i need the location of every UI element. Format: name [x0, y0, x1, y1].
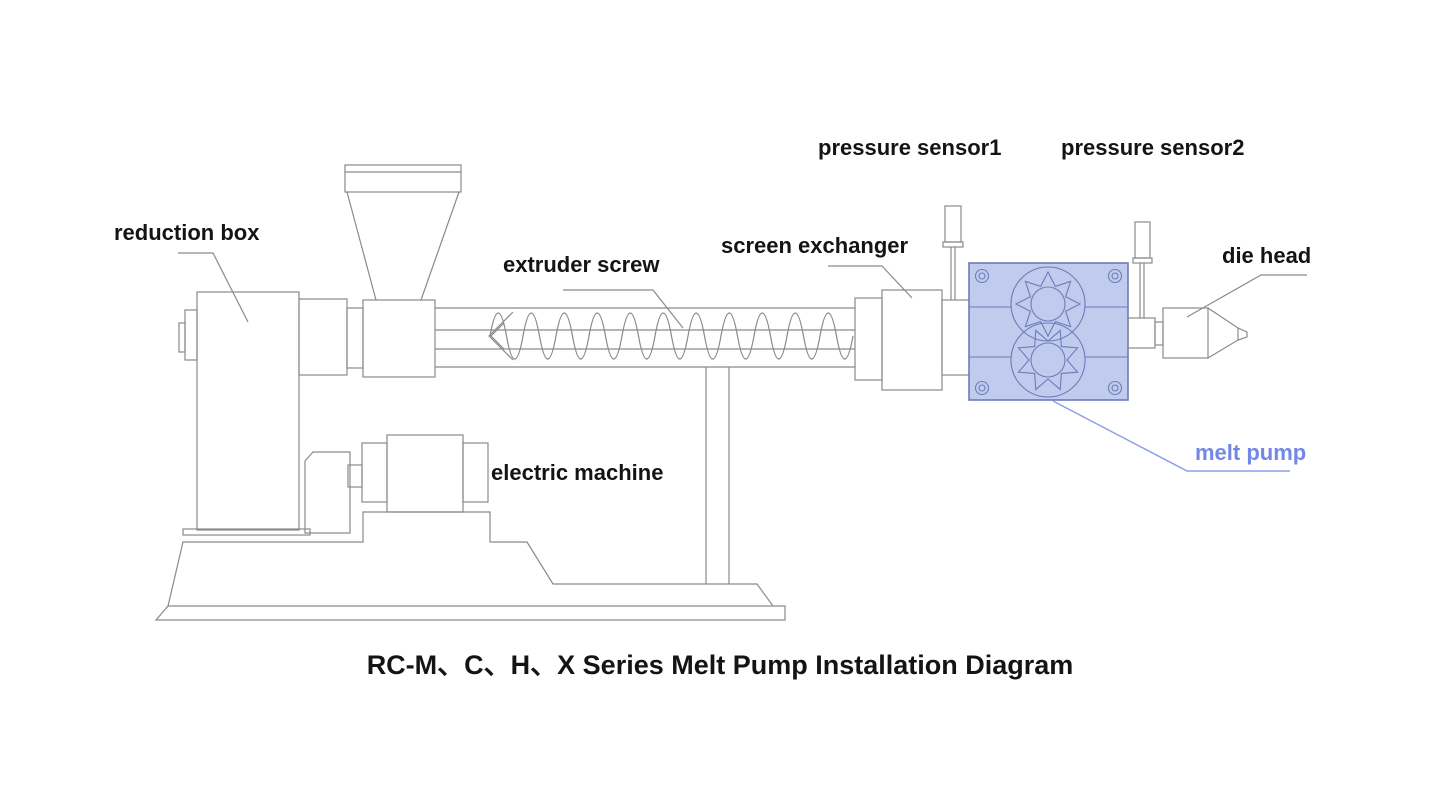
die-head-leader-line [1186, 274, 1307, 318]
support-column [705, 367, 730, 584]
barrel-and-screw [435, 307, 855, 368]
label-reduction-box: reduction box [114, 220, 260, 245]
drive-coupling [298, 298, 364, 376]
feed-block [362, 299, 436, 378]
reduction-box [178, 291, 300, 531]
label-extruder-screw: extruder screw [503, 252, 660, 277]
melt-pump-leader-line [1052, 400, 1290, 472]
screw-flight [489, 312, 854, 360]
pressure-sensor-1 [942, 205, 964, 300]
screen-exchanger [854, 289, 971, 391]
pump-gear-top [1014, 270, 1082, 338]
melt-pump [968, 262, 1129, 401]
label-die-head: die head [1222, 243, 1312, 268]
pump-gear-bottom [1017, 329, 1079, 391]
screw-tip [488, 311, 514, 361]
label-pressure-sensor2: pressure sensor2 [1061, 135, 1245, 160]
label-melt-pump: melt pump [1195, 440, 1307, 465]
screw-tip-inner [490, 322, 505, 350]
electric-motor [304, 434, 489, 534]
extruder-screw-leader-line [563, 289, 684, 329]
die-head [1127, 307, 1248, 359]
hopper [344, 164, 462, 301]
reduction-box-leader-line [178, 252, 249, 323]
pump-corner-bolts [974, 268, 1123, 396]
pressure-sensor-2 [1132, 221, 1153, 318]
diagram-title: RC-M、C、H、X Series Melt Pump Installation… [366, 650, 1074, 680]
machine-base [154, 511, 786, 621]
label-screen-exchanger: screen exchanger [721, 233, 909, 258]
label-electric-machine: electric machine [491, 460, 664, 485]
pump-chamber-bottom [1010, 322, 1086, 398]
screen-exchanger-leader-line [828, 265, 913, 299]
label-pressure-sensor1: pressure sensor1 [818, 135, 1002, 160]
